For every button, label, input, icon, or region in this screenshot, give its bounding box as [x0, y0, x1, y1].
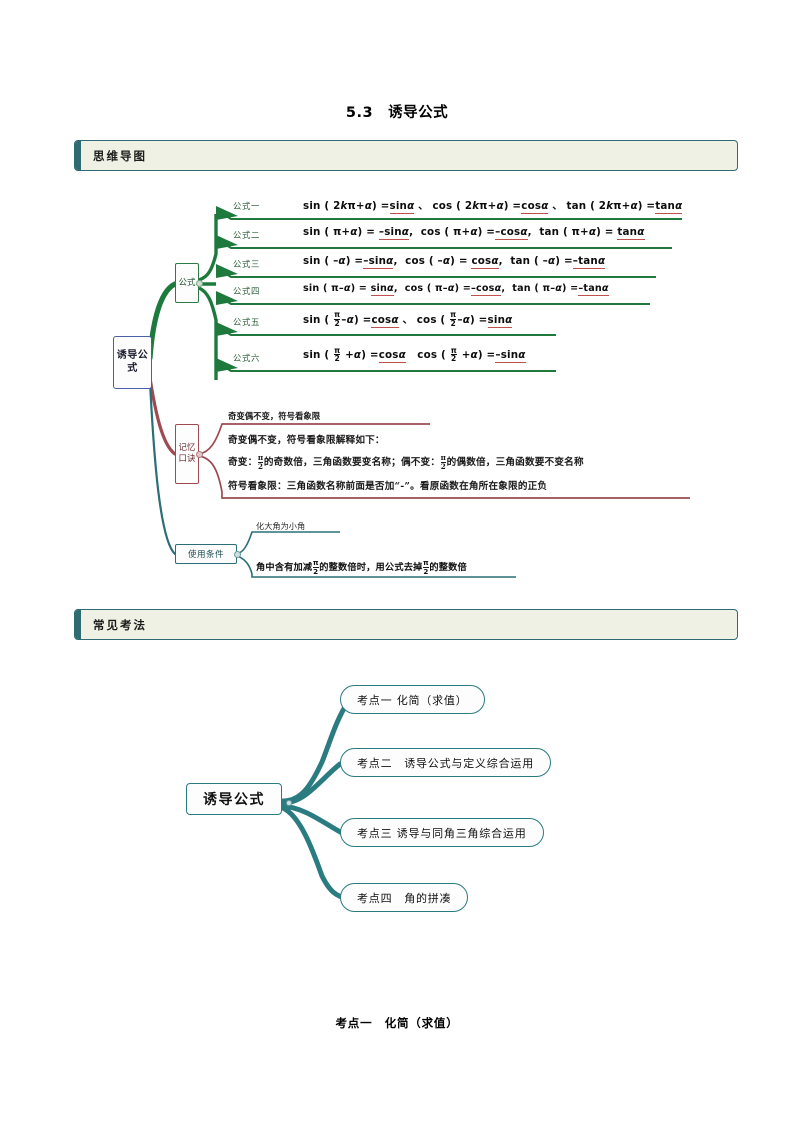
section-banner-common-exam-methods: 常见考法	[74, 609, 738, 640]
page-title: 5.3 诱导公式	[345, 105, 449, 121]
banner-accent-bar-2	[75, 610, 81, 639]
formula-text-3: sin ( –α) =–sinα, cos ( –α) = cosα, tan …	[303, 255, 606, 269]
connector-dot-exam-root	[286, 800, 292, 806]
mnemonic-line-3: 符号看象限：三角函数名称前面是否加“-”。看原函数在角所在象限的正负	[228, 481, 548, 492]
formula-text-4: sin ( π–α) = sinα, cos ( π–α) =–cosα, ta…	[303, 283, 609, 296]
section-banner-mind-map: 思维导图	[74, 140, 738, 171]
connector-dot-usage	[234, 551, 241, 558]
exam-methods-diagram: 诱导公式 考点一 化简（求值） 考点二 诱导公式与定义综合运用 考点三 诱导与同…	[0, 670, 794, 940]
connector-dot-formulas	[196, 280, 203, 287]
formula-label-1: 公式一	[233, 201, 260, 211]
mnemonic-line-1: 奇变偶不变，符号看象限解释如下：	[228, 435, 385, 446]
branch-node-formulas[interactable]: 公式	[175, 263, 199, 303]
branch-node-mnemonic[interactable]: 记忆口诀	[175, 424, 199, 484]
section-banner-label-2: 常见考法	[93, 617, 147, 632]
exam-node-3[interactable]: 考点三 诱导与同角三角综合运用	[340, 818, 544, 847]
exam-node-4[interactable]: 考点四 角的拼凑	[340, 883, 469, 912]
formula-label-2: 公式二	[233, 230, 260, 240]
mindmap-root-node[interactable]: 诱导公式	[113, 336, 152, 389]
banner-accent-bar	[75, 141, 81, 170]
formula-text-2: sin ( π+α) = –sinα, cos ( π+α) =–cosα, t…	[303, 226, 645, 240]
branch-node-usage[interactable]: 使用条件	[175, 544, 237, 564]
exam-node-2[interactable]: 考点二 诱导公式与定义综合运用	[340, 748, 551, 777]
formula-label-6: 公式六	[233, 353, 260, 363]
bottom-section-heading: 考点一 化简（求值）	[335, 1016, 459, 1030]
formula-label-5: 公式五	[233, 317, 260, 327]
section-banner-label: 思维导图	[93, 148, 147, 163]
formula-label-3: 公式三	[233, 259, 260, 269]
mnemonic-tag: 奇变偶不变，符号看象限	[228, 411, 321, 421]
formula-label-4: 公式四	[233, 286, 260, 296]
exam-root-node[interactable]: 诱导公式	[186, 783, 282, 815]
usage-tag: 化大角为小角	[256, 521, 306, 531]
mind-map-connectors	[147, 206, 690, 578]
exam-node-1[interactable]: 考点一 化简（求值）	[340, 685, 485, 714]
mind-map-diagram: 诱导公式 公式 记忆口诀 使用条件 公式一 公式二 公式三 公式四 公式五 公式…	[0, 180, 794, 580]
formula-text-1: sin ( 2kπ+α) =sinα 、 cos ( 2kπ+α) =cosα …	[303, 200, 683, 214]
connector-dot-mnemonic	[196, 451, 203, 458]
